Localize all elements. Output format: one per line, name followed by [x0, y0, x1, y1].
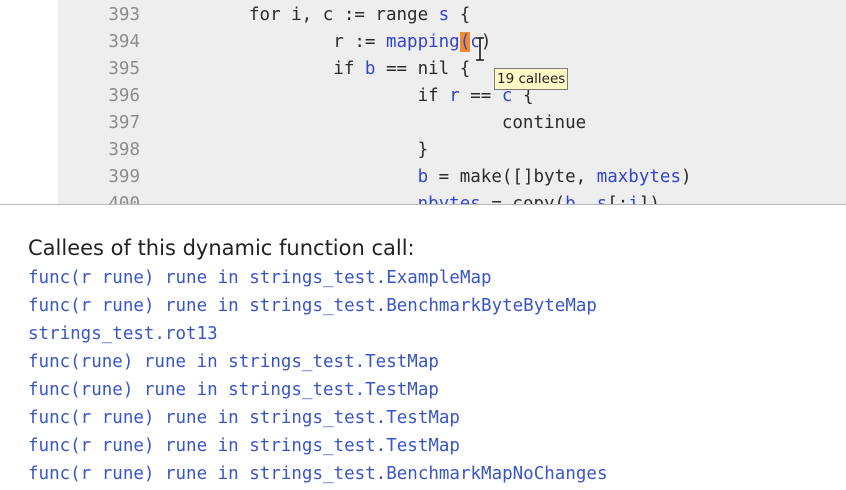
code-token: r :=	[249, 32, 386, 52]
code-token: for i, c := range	[249, 5, 439, 25]
code-token	[249, 194, 418, 204]
callee-item: func(r rune) rune in strings_test.Benchm…	[28, 460, 607, 488]
callee-item: func(r rune) rune in strings_test.Benchm…	[28, 292, 607, 320]
code-text: for i, c := range s {	[249, 2, 470, 29]
code-token: [:	[607, 194, 629, 205]
identifier-link[interactable]: c	[501, 86, 513, 106]
code-line: 393 for i, c := range s {	[58, 2, 846, 29]
code-text: nbytes = copy(b, s[:i])	[249, 191, 660, 205]
i-beam-cursor-icon	[476, 37, 484, 61]
code-token: ,	[575, 194, 597, 205]
code-text: if r == c {	[249, 83, 534, 110]
code-token: ==	[459, 86, 502, 106]
callee-link[interactable]: func(r rune) rune in strings_test.Exampl…	[28, 268, 492, 288]
code-token: == nil {	[375, 59, 471, 79]
callee-item: func(r rune) rune in strings_test.TestMa…	[28, 404, 607, 432]
code-token: = copy(	[480, 194, 566, 205]
callee-link[interactable]: func(r rune) rune in strings_test.Benchm…	[28, 296, 597, 316]
line-number[interactable]: 393	[108, 5, 140, 25]
callee-link[interactable]: func(rune) rune in strings_test.TestMap	[28, 380, 439, 400]
code-text: }	[249, 137, 429, 164]
code-token: = make([]byte,	[428, 167, 597, 187]
line-number[interactable]: 396	[108, 86, 140, 106]
code-token	[249, 167, 418, 187]
identifier-link[interactable]: maxbytes	[596, 167, 681, 187]
code-token: )	[480, 32, 492, 52]
code-text: continue	[249, 110, 586, 137]
callee-link[interactable]: strings_test.rot13	[28, 324, 218, 344]
code-line: 400 nbytes = copy(b, s[:i])	[58, 191, 846, 205]
selected-call-token[interactable]: (	[459, 32, 471, 52]
identifier-link[interactable]: b	[565, 194, 576, 205]
code-token: if	[249, 86, 450, 106]
callee-item: func(r rune) rune in strings_test.TestMa…	[28, 432, 607, 460]
line-number[interactable]: 397	[108, 113, 140, 133]
code-background	[58, 0, 846, 204]
callees-panel: Callees of this dynamic function call: f…	[0, 205, 846, 490]
code-token: continue	[249, 113, 587, 133]
code-token: {	[512, 86, 534, 106]
identifier-link[interactable]: s	[596, 194, 608, 205]
panel-heading: Callees of this dynamic function call:	[28, 236, 415, 260]
identifier-link[interactable]: c	[470, 32, 481, 52]
identifier-link[interactable]: mapping	[385, 32, 460, 52]
identifier-link[interactable]: b	[417, 167, 429, 187]
callee-item: strings_test.rot13	[28, 320, 607, 348]
callee-link[interactable]: func(r rune) rune in strings_test.Benchm…	[28, 464, 608, 484]
identifier-link[interactable]: b	[364, 59, 376, 79]
code-text: b = make([]byte, maxbytes)	[249, 164, 692, 191]
code-line: 394 r := mapping(c)	[58, 29, 846, 56]
callee-item: func(r rune) rune in strings_test.Exampl…	[28, 264, 607, 292]
callee-link[interactable]: func(r rune) rune in strings_test.TestMa…	[28, 408, 460, 428]
code-line: 398 }	[58, 137, 846, 164]
code-token: if	[249, 59, 365, 79]
callee-link[interactable]: func(r rune) rune in strings_test.TestMa…	[28, 436, 460, 456]
code-token: {	[449, 5, 471, 25]
identifier-link[interactable]: s	[438, 5, 450, 25]
callee-list: func(r rune) rune in strings_test.Exampl…	[28, 264, 607, 488]
code-text: r := mapping(c)	[249, 29, 491, 56]
code-line: 397 continue	[58, 110, 846, 137]
callee-link[interactable]: func(rune) rune in strings_test.TestMap	[28, 352, 439, 372]
line-number[interactable]: 394	[108, 32, 140, 52]
line-number[interactable]: 400	[108, 194, 140, 205]
callee-item: func(rune) rune in strings_test.TestMap	[28, 376, 607, 404]
identifier-link[interactable]: i	[628, 194, 639, 205]
code-line: 395 if b == nil {	[58, 56, 846, 83]
identifier-link[interactable]: nbytes	[417, 194, 481, 205]
identifier-link[interactable]: r	[449, 86, 460, 106]
code-token: }	[249, 140, 429, 160]
code-token: ])	[638, 194, 660, 205]
code-token: )	[681, 167, 692, 187]
line-number[interactable]: 399	[108, 167, 140, 187]
line-number[interactable]: 395	[108, 59, 140, 79]
code-line: 396 if r == c {	[58, 83, 846, 110]
code-line: 399 b = make([]byte, maxbytes)	[58, 164, 846, 191]
callee-item: func(rune) rune in strings_test.TestMap	[28, 348, 607, 376]
line-number[interactable]: 398	[108, 140, 140, 160]
callees-tooltip: 19 callees	[494, 68, 569, 90]
left-margin	[0, 0, 58, 204]
code-text: if b == nil {	[249, 56, 470, 83]
